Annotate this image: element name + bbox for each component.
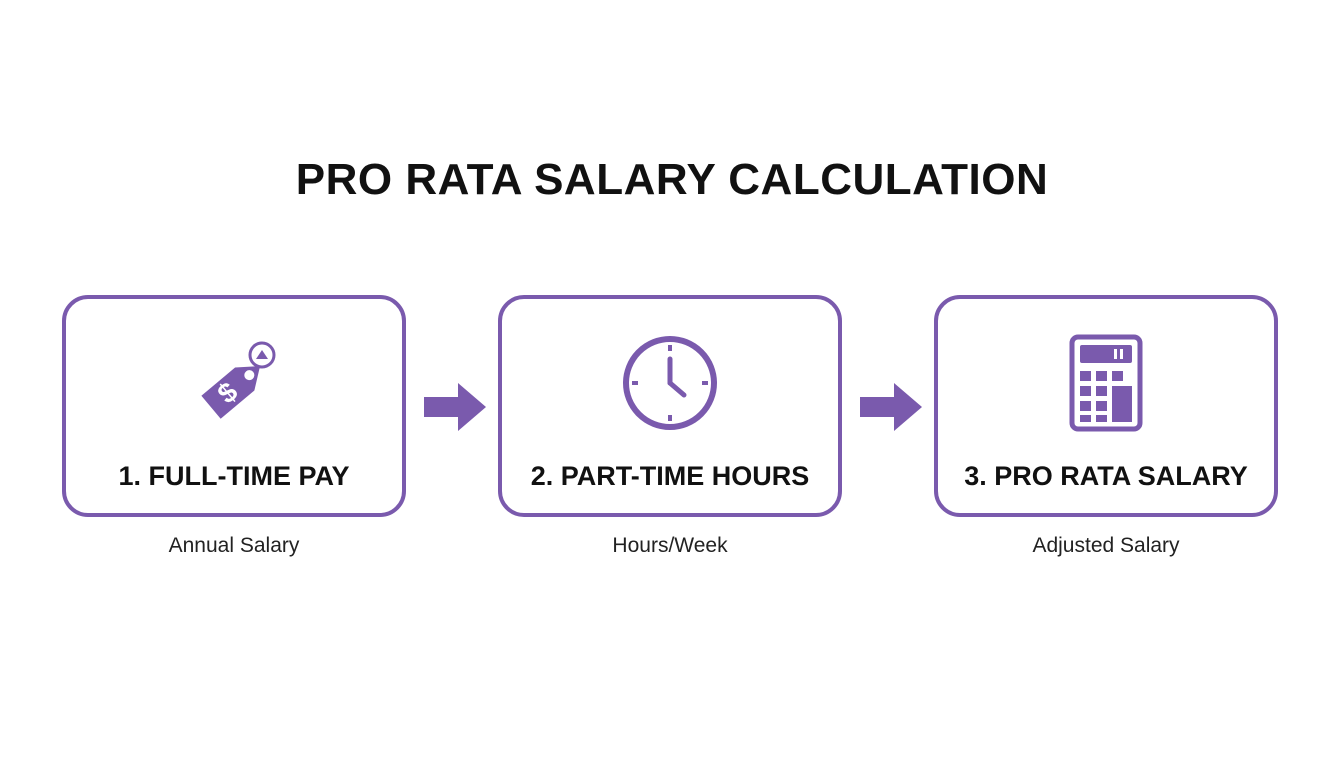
right-arrow-icon bbox=[422, 381, 488, 433]
right-arrow-icon bbox=[858, 381, 924, 433]
step-label: 2. PART-TIME HOURS bbox=[530, 461, 810, 491]
step-caption: Annual Salary bbox=[168, 534, 300, 557]
step-part-time-hours: 2. PART-TIME HOURS bbox=[498, 295, 842, 517]
step-label: 3. PRO RATA SALARY bbox=[964, 461, 1248, 491]
diagram-title: PRO RATA SALARY CALCULATION bbox=[295, 155, 1049, 204]
step-caption: Adjusted Salary bbox=[1032, 534, 1180, 557]
step-label: 1. FULL-TIME PAY bbox=[118, 461, 350, 491]
price-tag-dollar-icon: $ bbox=[184, 333, 284, 433]
clock-icon bbox=[620, 333, 720, 433]
step-full-time-pay: $ 1. FULL-TIME PAY bbox=[62, 295, 406, 517]
step-pro-rata-salary: 3. PRO RATA SALARY bbox=[934, 295, 1278, 517]
step-caption: Hours/Week bbox=[612, 534, 728, 557]
calculator-icon bbox=[1056, 333, 1156, 433]
